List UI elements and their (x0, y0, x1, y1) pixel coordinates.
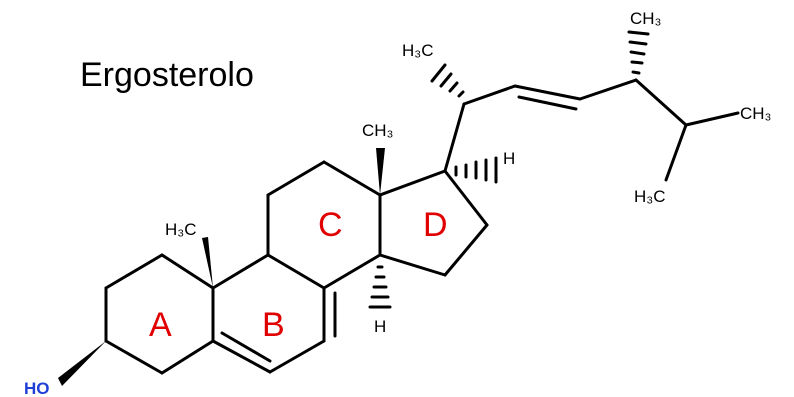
hydrogen-c17-label: H (503, 149, 515, 168)
ring-label-c: C (318, 206, 343, 244)
ring-d-bonds (378, 169, 489, 277)
methyl-c10-label: H₃C (165, 220, 196, 239)
methyl-c27-label: H₃C (634, 187, 665, 206)
ring-b-bonds (211, 253, 337, 374)
ring-label-d: D (423, 206, 448, 244)
methyl-c26-label: CH₃ (740, 104, 771, 123)
hashed-bonds (368, 30, 650, 309)
ring-label-b: B (262, 306, 285, 344)
ring-a-bonds (104, 253, 215, 375)
side-chain-bonds (443, 78, 740, 182)
wedge-bonds (58, 148, 385, 386)
hydrogen-c14-label: H (374, 317, 386, 336)
molecule-title: Ergosterolo (80, 56, 254, 94)
methyl-c28-label: CH₃ (630, 9, 661, 28)
methyl-c21-label: H₃C (402, 41, 433, 60)
ring-c-bonds (266, 160, 382, 290)
hydroxyl-label: HO (24, 379, 50, 397)
ring-label-a: A (149, 306, 172, 344)
methyl-c13-label: CH₃ (362, 121, 393, 140)
